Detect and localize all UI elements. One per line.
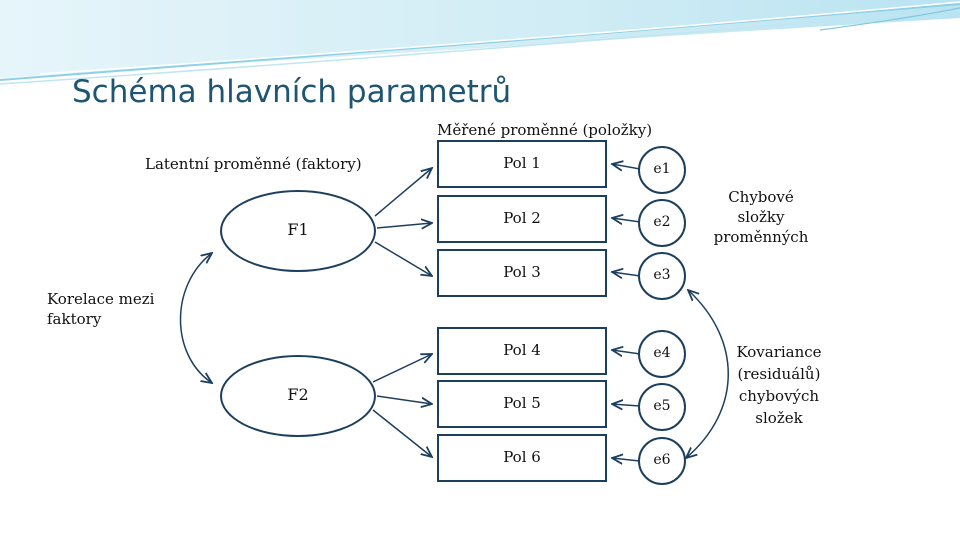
factor-correlation-line-2: faktory: [47, 310, 102, 328]
error-arrow-e2: [612, 218, 641, 222]
loading-arrow-f1-pol1: [374, 168, 432, 217]
factor-correlation-label: Korelace mezi faktory: [47, 289, 154, 329]
residual-covariance-line-4: složek: [755, 409, 803, 427]
error-label: e2: [653, 214, 671, 230]
residual-covariance-line-1: Kovariance: [736, 343, 822, 361]
error-label: e3: [653, 267, 671, 283]
error-components-label: Chybové složky proměnných: [702, 187, 820, 247]
item-label: Pol 2: [503, 209, 541, 227]
error-label: e5: [653, 398, 671, 414]
error-label: e6: [653, 452, 671, 468]
factor-node: F2: [220, 355, 376, 437]
item-box: Pol 2: [437, 195, 607, 243]
loading-arrow-f1-pol3: [374, 241, 432, 276]
error-node: e1: [638, 146, 686, 194]
page-title: Schéma hlavních parametrů: [72, 74, 512, 110]
residual-covariance-arrow: [686, 290, 729, 458]
item-box: Pol 4: [437, 327, 607, 375]
residual-covariance-line-3: chybových: [738, 387, 820, 405]
item-box: Pol 6: [437, 434, 607, 482]
item-label: Pol 5: [503, 394, 541, 412]
factor-label: F2: [287, 385, 309, 404]
residual-covariance-label: Kovariance (residuálů) chybových složek: [724, 341, 834, 429]
item-label: Pol 3: [503, 263, 541, 281]
error-arrow-e6: [612, 458, 641, 461]
latent-variables-label: Latentní proměnné (faktory): [145, 155, 362, 173]
error-node: e4: [638, 330, 686, 378]
item-label: Pol 4: [503, 341, 541, 359]
factor-label: F1: [287, 220, 309, 239]
error-node: e3: [638, 252, 686, 300]
item-box: Pol 3: [437, 249, 607, 297]
error-arrow-e1: [612, 164, 641, 169]
error-label: e1: [653, 161, 671, 177]
factor-correlation-arrow: [179, 253, 213, 383]
loading-arrow-f2-pol6: [372, 409, 432, 457]
item-box: Pol 5: [437, 380, 607, 428]
error-arrow-e3: [612, 272, 641, 276]
error-label: e4: [653, 345, 671, 361]
error-node: e6: [638, 437, 686, 485]
error-components-line-3: proměnných: [713, 228, 809, 246]
factor-node: F1: [220, 190, 376, 272]
measured-variables-label: Měřené proměnné (položky): [437, 121, 653, 139]
error-arrow-e4: [612, 350, 641, 354]
residual-covariance-line-2: (residuálů): [737, 365, 821, 383]
loading-arrow-f2-pol5: [376, 395, 432, 404]
loading-arrow-f2-pol4: [372, 354, 432, 383]
loading-arrow-f1-pol2: [376, 223, 432, 228]
error-node: e5: [638, 383, 686, 431]
item-label: Pol 6: [503, 448, 541, 466]
error-arrow-e5: [612, 404, 641, 406]
item-box: Pol 1: [437, 140, 607, 188]
item-label: Pol 1: [503, 154, 541, 172]
factor-correlation-line-1: Korelace mezi: [47, 290, 155, 308]
error-components-line-2: složky: [737, 208, 785, 226]
error-node: e2: [638, 199, 686, 247]
error-components-line-1: Chybové: [728, 188, 794, 206]
